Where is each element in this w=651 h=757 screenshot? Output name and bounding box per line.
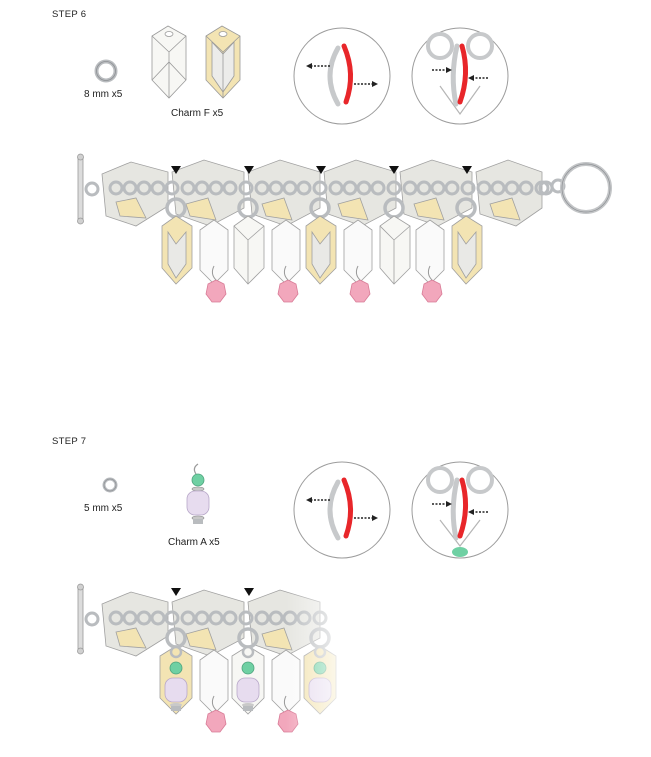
ring-size-label: 5 mm x5 xyxy=(84,503,123,514)
step-7-heading: STEP 7 xyxy=(52,436,87,447)
jump-ring-5mm-icon xyxy=(102,477,118,493)
crystal-charm-icon xyxy=(151,25,241,99)
step-6-heading: STEP 6 xyxy=(52,9,87,20)
jump-ring-8mm-icon xyxy=(94,59,118,83)
charm-label: Charm F x5 xyxy=(171,108,224,119)
toggle-bar-icon xyxy=(77,155,84,223)
bead-charm-icon xyxy=(186,463,210,524)
close-ring-detail-icon xyxy=(411,27,509,125)
close-ring-detail-icon xyxy=(411,461,509,559)
bracelet-step7-illustration xyxy=(76,582,356,742)
ring-size-label: 8 mm x5 xyxy=(84,89,123,100)
open-ring-detail-icon xyxy=(293,461,391,559)
open-ring-detail-icon xyxy=(293,27,391,125)
charm-label: Charm A x5 xyxy=(168,537,220,548)
bracelet-step6-illustration xyxy=(77,153,612,303)
